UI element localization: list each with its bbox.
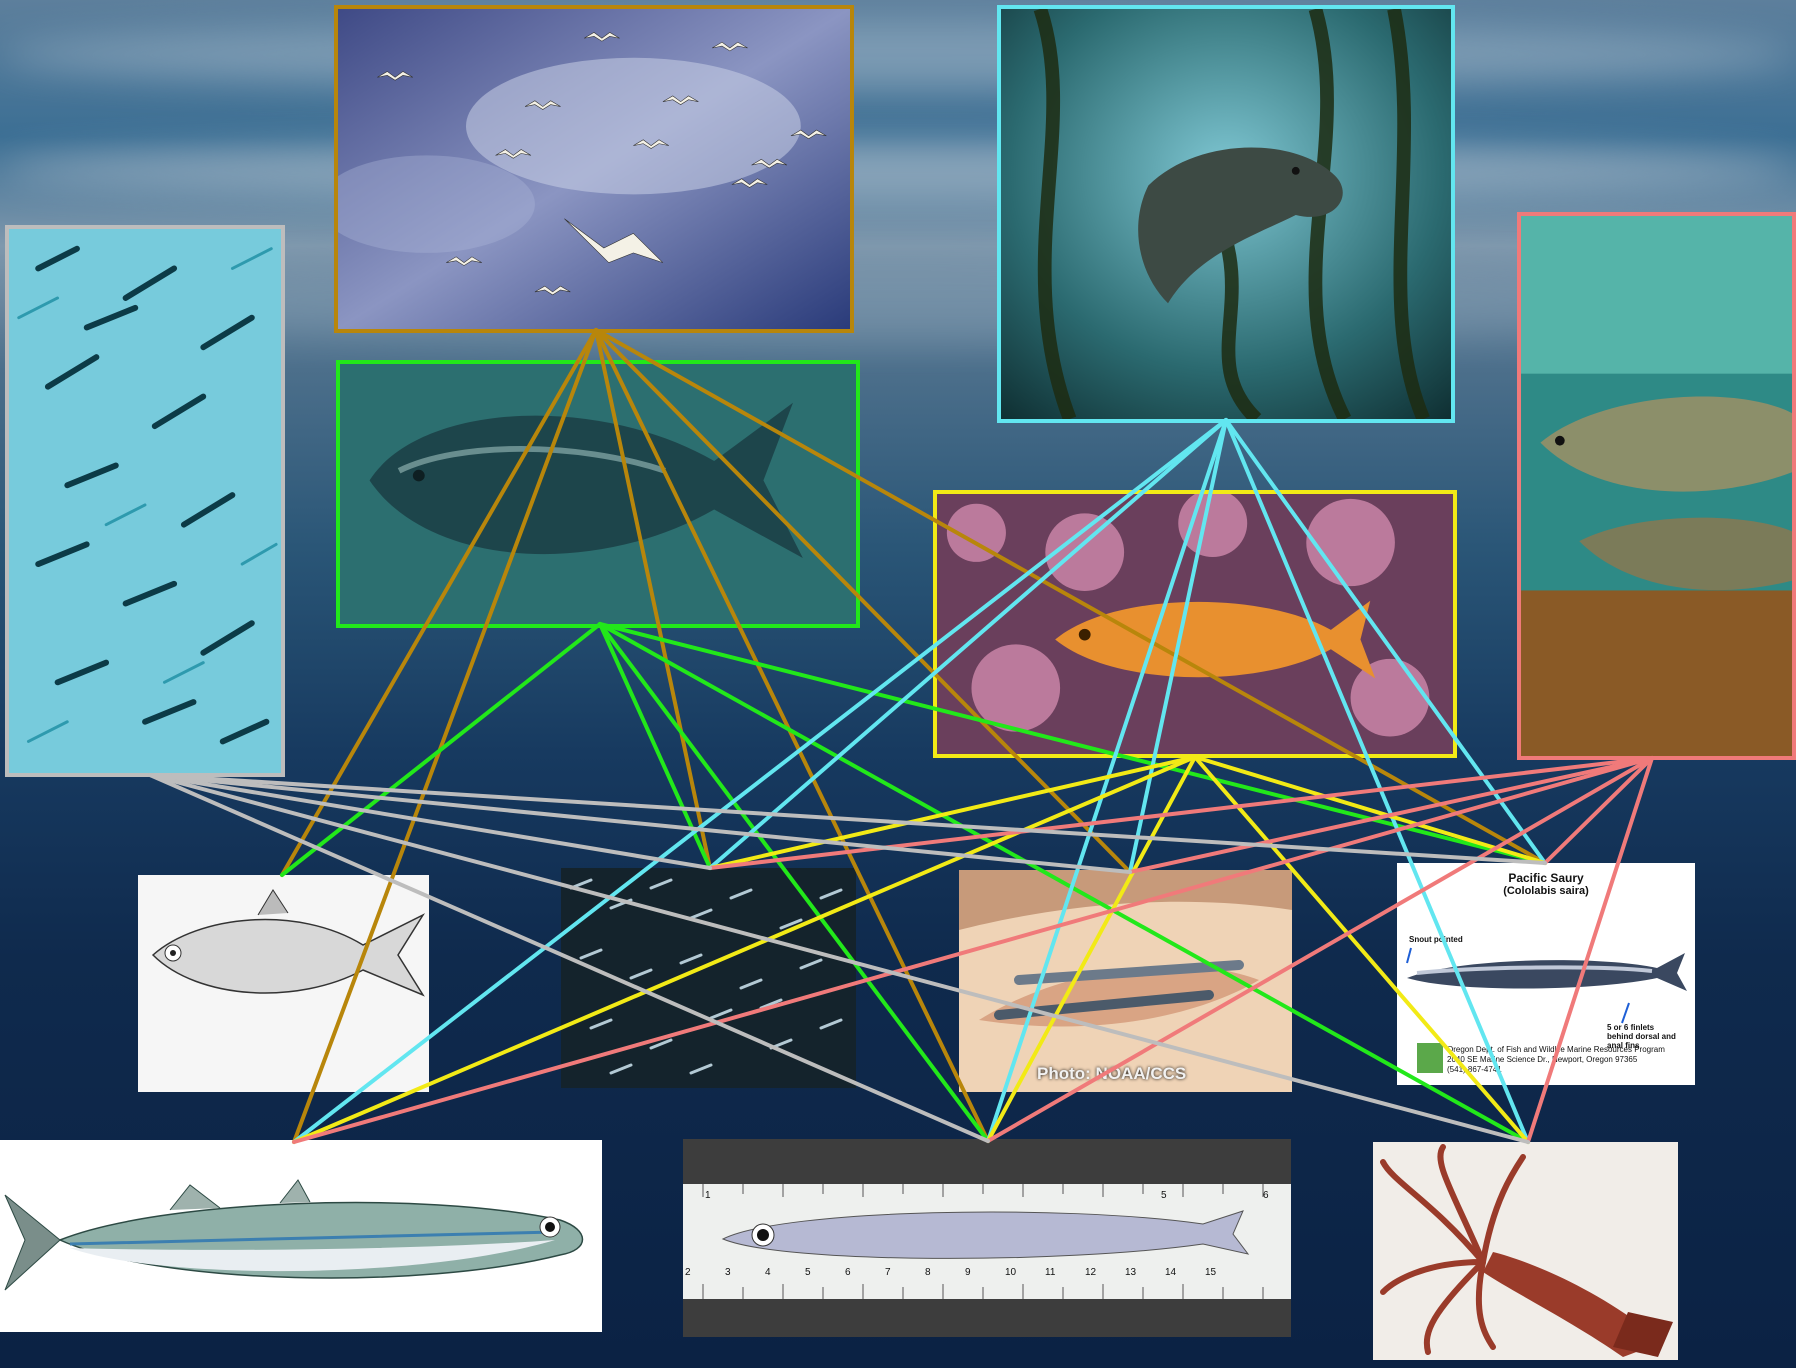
link-tuna-to-school <box>598 622 712 870</box>
ruler-bottom-mark: 8 <box>925 1267 931 1278</box>
ruler-bottom-mark: 14 <box>1165 1267 1177 1278</box>
pacific-saury-panel: Pacific Saury (Cololabis saira) Snout po… <box>1397 863 1695 1085</box>
tuna-photo <box>336 360 860 628</box>
ruler-bottom-mark: 11 <box>1045 1267 1056 1278</box>
grunion-photo: Photo: NOAA/CCS <box>959 870 1292 1092</box>
forage-school-photo <box>5 225 285 777</box>
phone-line: (541) 867-4741 <box>1447 1065 1502 1074</box>
link-salmon-to-grunion <box>1128 756 1654 874</box>
ruler-top-mark: 1 <box>705 1190 711 1201</box>
link-rockfish-to-school <box>708 755 1197 870</box>
address-line: 2040 SE Marine Science Dr., Newport, Ore… <box>1447 1055 1638 1064</box>
ruler-bottom-mark: 15 <box>1205 1267 1217 1278</box>
ruler-bottom-mark: 12 <box>1085 1267 1097 1278</box>
squid-photo <box>1373 1142 1678 1360</box>
rockfish-photo <box>933 490 1457 758</box>
salmon-photo <box>1517 212 1796 760</box>
agency-line: Oregon Dept. of Fish and Wildlife Marine… <box>1447 1045 1665 1054</box>
link-tuna-to-herring <box>280 622 602 877</box>
ruler-bottom-mark: 3 <box>725 1267 731 1278</box>
forage-fish-school-photo <box>561 868 856 1088</box>
link-rockfish-to-saury <box>1193 755 1547 865</box>
ruler-bottom-mark: 13 <box>1125 1267 1137 1278</box>
ruler-bottom-mark: 5 <box>805 1267 811 1278</box>
link-salmon-to-saury <box>1543 756 1654 865</box>
ruler-top-mark: 5 <box>1161 1190 1167 1201</box>
smelt-drawing <box>0 1140 602 1332</box>
link-forage_school-to-grunion <box>148 773 1132 874</box>
sky-band <box>0 140 1796 200</box>
ruler-top-mark: 6 <box>1263 1190 1269 1201</box>
ruler-bottom-mark: 7 <box>885 1267 891 1278</box>
ruler-bottom-mark: 4 <box>765 1267 771 1278</box>
sea-lion-photo <box>997 5 1455 423</box>
sky-band <box>0 260 1796 340</box>
ruler-bottom-mark: 10 <box>1005 1267 1017 1278</box>
herring-drawing <box>138 875 429 1092</box>
link-forage_school-to-saury <box>148 773 1547 865</box>
photo-credit: Photo: NOAA/CCS <box>1037 1064 1187 1083</box>
seabird-photo <box>334 5 854 333</box>
ruler-bottom-mark: 6 <box>845 1267 851 1278</box>
link-salmon-to-school <box>708 756 1654 870</box>
sky-band <box>0 20 1796 90</box>
link-forage_school-to-school <box>148 773 712 870</box>
ruler-bottom-mark: 2 <box>685 1267 691 1278</box>
ruler-bottom-mark: 9 <box>965 1267 971 1278</box>
